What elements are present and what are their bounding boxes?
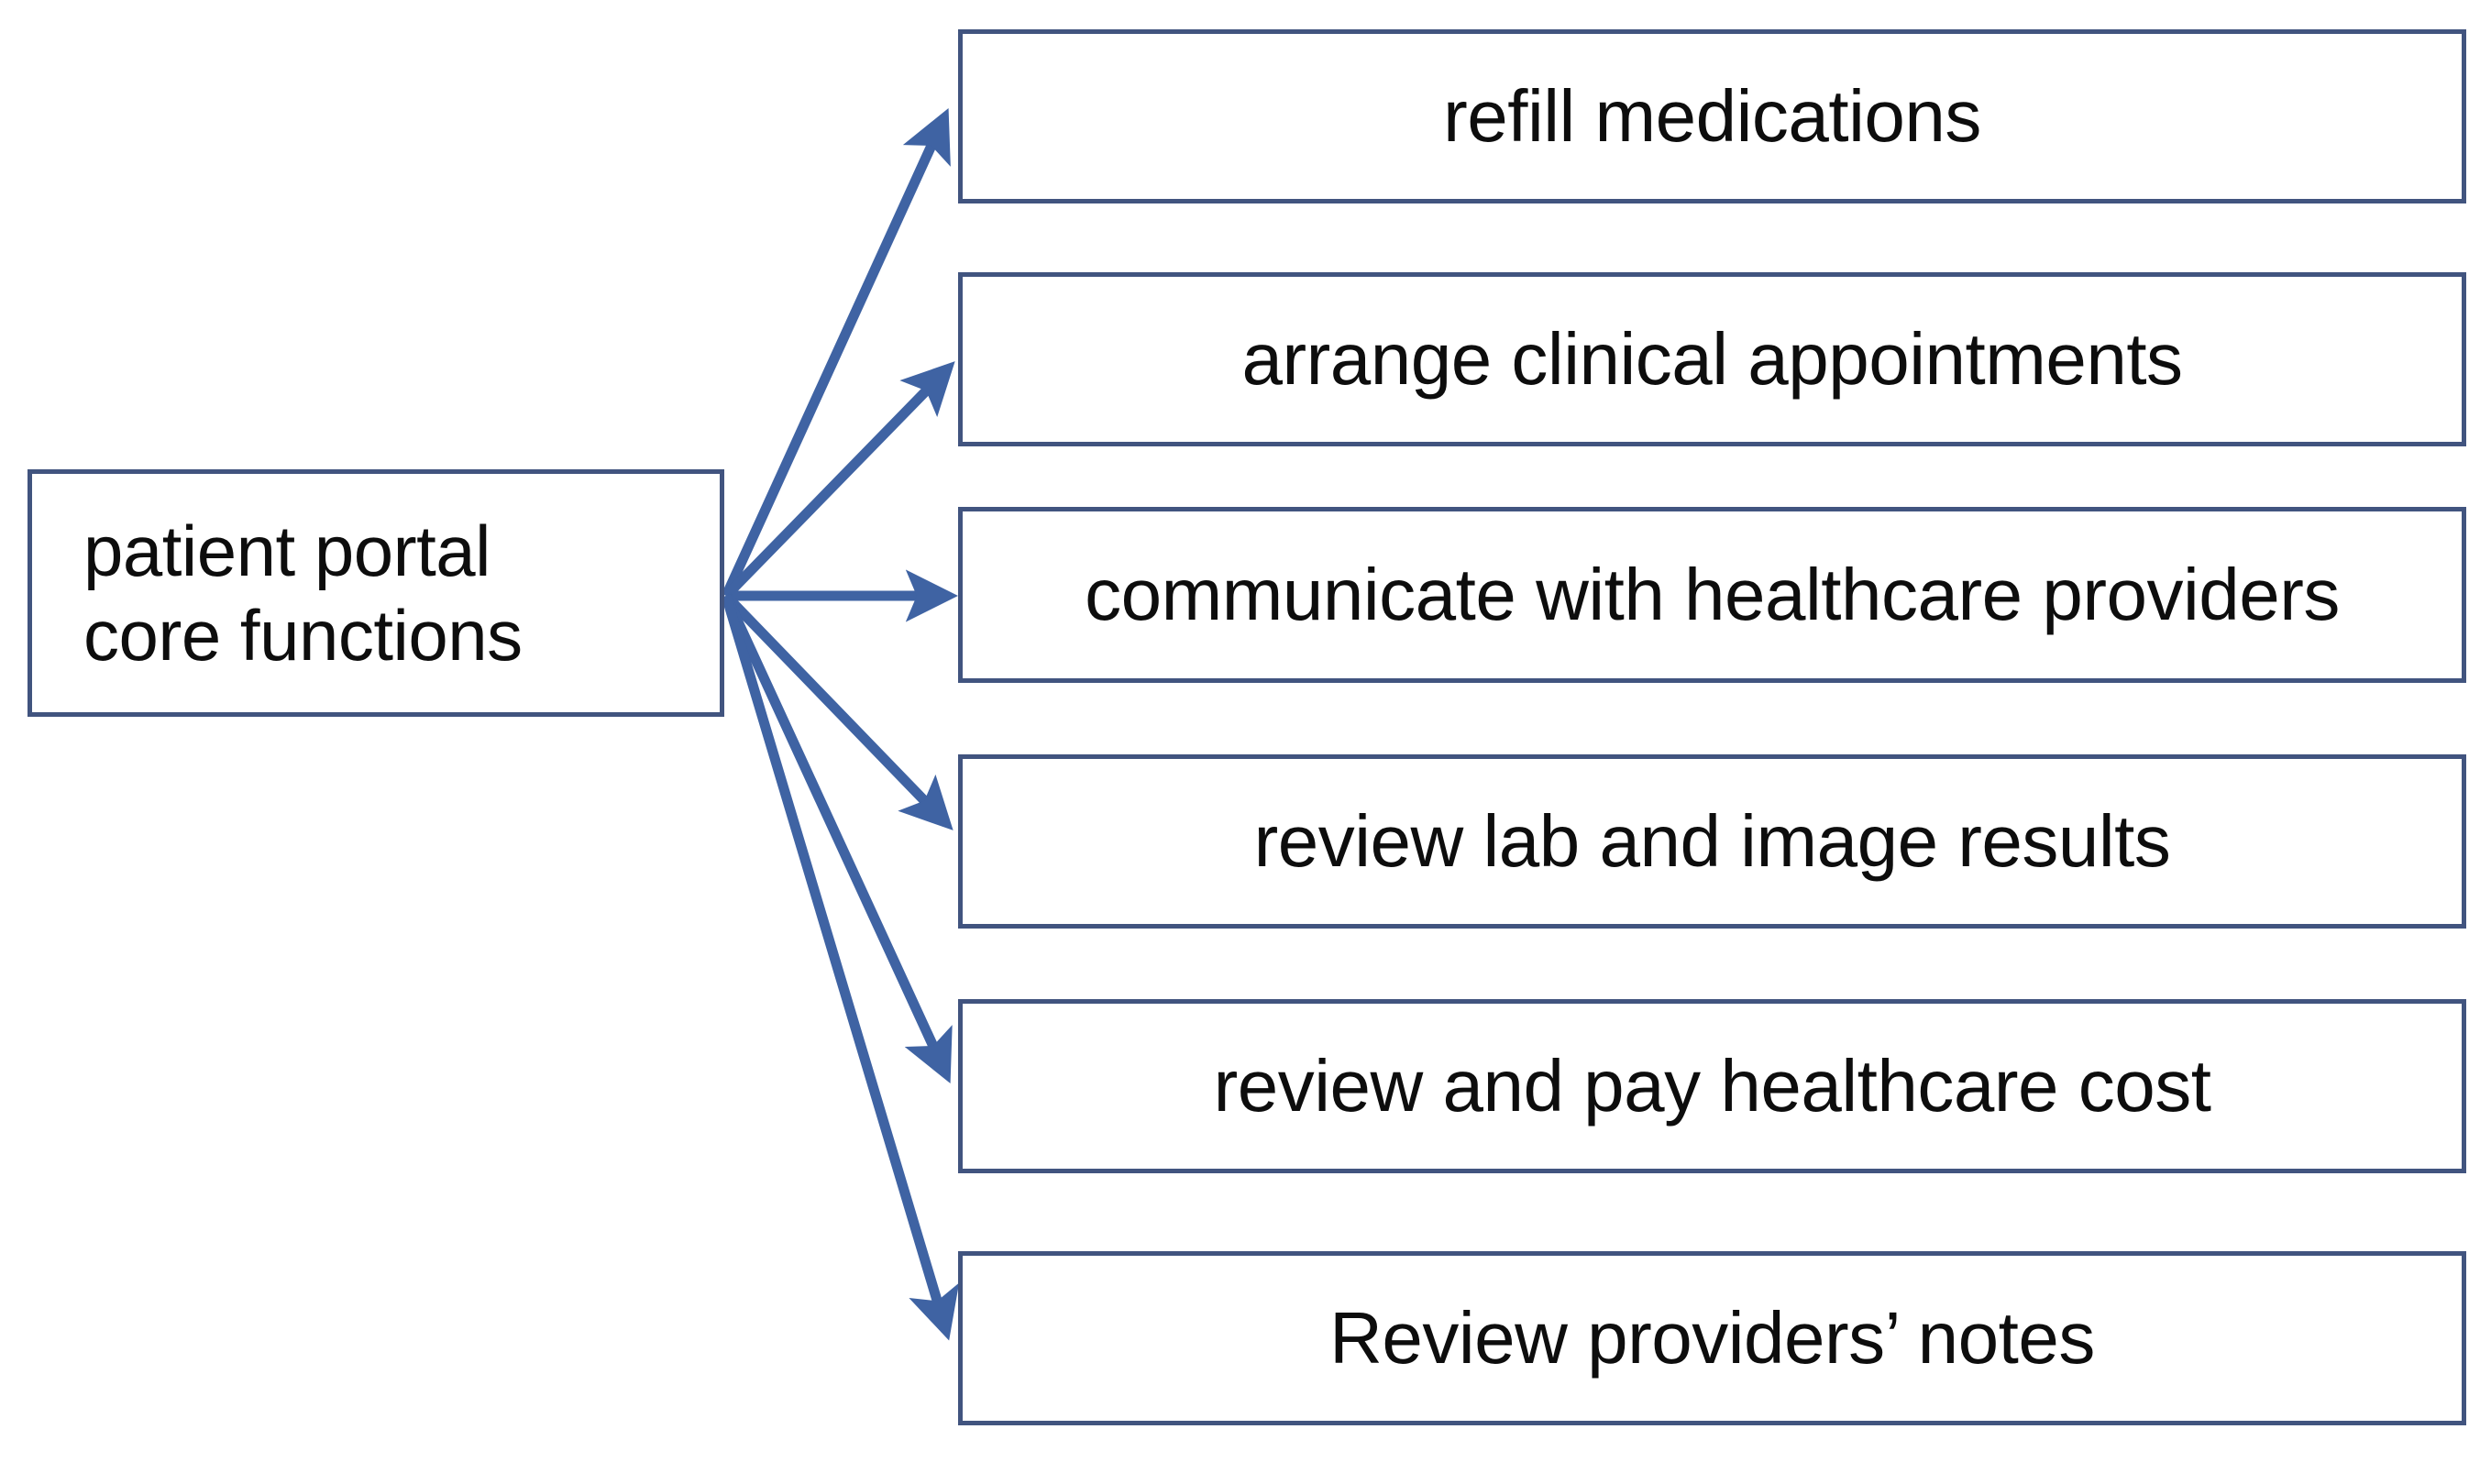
target-node-review-providers-notes[interactable]: Review providers’ notes — [958, 1251, 2466, 1425]
target-node-refill-medications[interactable]: refill medications — [958, 29, 2466, 203]
target-node-review-lab-and-image-results[interactable]: review lab and image results — [958, 754, 2466, 929]
connector-arrow-refill-medications — [721, 107, 951, 599]
connector-arrow-review-lab-and-image-results — [722, 592, 953, 830]
target-node-communicate-with-providers[interactable]: communicate with healthcare providers — [958, 507, 2466, 683]
target-node-review-and-pay-healthcare-cost[interactable]: review and pay healthcare cost — [958, 999, 2466, 1173]
source-node-label: patient portal core functions — [83, 510, 523, 676]
target-node-label-review-providers-notes: Review providers’ notes — [1329, 1296, 2095, 1379]
target-node-arrange-clinical-appointments[interactable]: arrange clinical appointments — [958, 272, 2466, 446]
connector-arrow-review-providers-notes — [721, 594, 960, 1341]
target-node-label-review-and-pay-healthcare-cost: review and pay healthcare cost — [1213, 1044, 2211, 1127]
connector-arrow-review-and-pay-healthcare-cost — [722, 593, 953, 1083]
target-node-label-review-lab-and-image-results: review lab and image results — [1253, 799, 2171, 882]
connector-arrow-arrange-clinical-appointments — [722, 361, 955, 599]
target-node-label-communicate-with-providers: communicate with healthcare providers — [1085, 553, 2340, 635]
target-node-label-refill-medications: refill medications — [1443, 74, 1981, 157]
target-node-label-arrange-clinical-appointments: arrange clinical appointments — [1241, 317, 2183, 400]
source-node-patient-portal-core-functions[interactable]: patient portal core functions — [28, 469, 724, 717]
